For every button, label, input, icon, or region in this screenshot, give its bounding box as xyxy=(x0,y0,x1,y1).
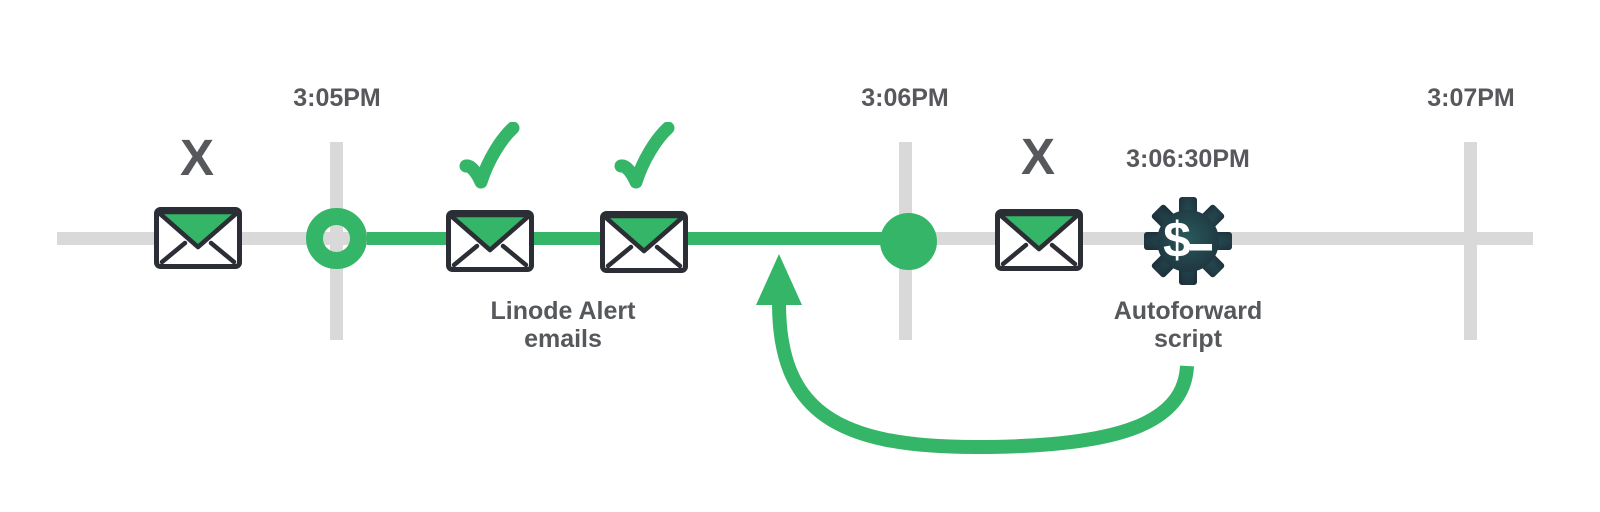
email-icon-missed-left xyxy=(154,207,242,269)
caption-autoforward-script: Autoforward script xyxy=(1078,297,1298,353)
gear-script-icon: $ xyxy=(1144,197,1232,285)
terminal-prompt-glyph: $ xyxy=(1163,212,1191,268)
email-icon-delivered-2 xyxy=(600,211,688,273)
tick-3-07pm xyxy=(1464,142,1477,340)
time-label-3-06pm: 3:06PM xyxy=(861,84,949,112)
email-icon-delivered-1 xyxy=(446,210,534,272)
check-icon-left xyxy=(459,122,520,189)
time-label-3-07pm: 3:07PM xyxy=(1427,84,1515,112)
time-label-3-06-30pm: 3:06:30PM xyxy=(1126,145,1250,173)
segment-end-node xyxy=(880,213,937,270)
email-icon-missed-right xyxy=(995,209,1083,271)
check-icon-right xyxy=(614,122,675,189)
segment-start-node xyxy=(306,208,367,269)
arrowhead-icon xyxy=(756,254,802,305)
terminal-cursor-shape xyxy=(1190,244,1212,251)
caption-line-2: emails xyxy=(524,325,602,353)
caption-linode-alert-emails: Linode Alert emails xyxy=(453,297,673,353)
caption-line-1: Linode Alert xyxy=(490,297,636,325)
caption-line-1: Autoforward xyxy=(1113,297,1263,325)
x-mark-missed-left: X xyxy=(179,129,215,186)
x-mark-missed-right: X xyxy=(1020,128,1056,185)
caption-line-2: script xyxy=(1153,325,1223,353)
time-label-3-05pm: 3:05PM xyxy=(293,84,381,112)
